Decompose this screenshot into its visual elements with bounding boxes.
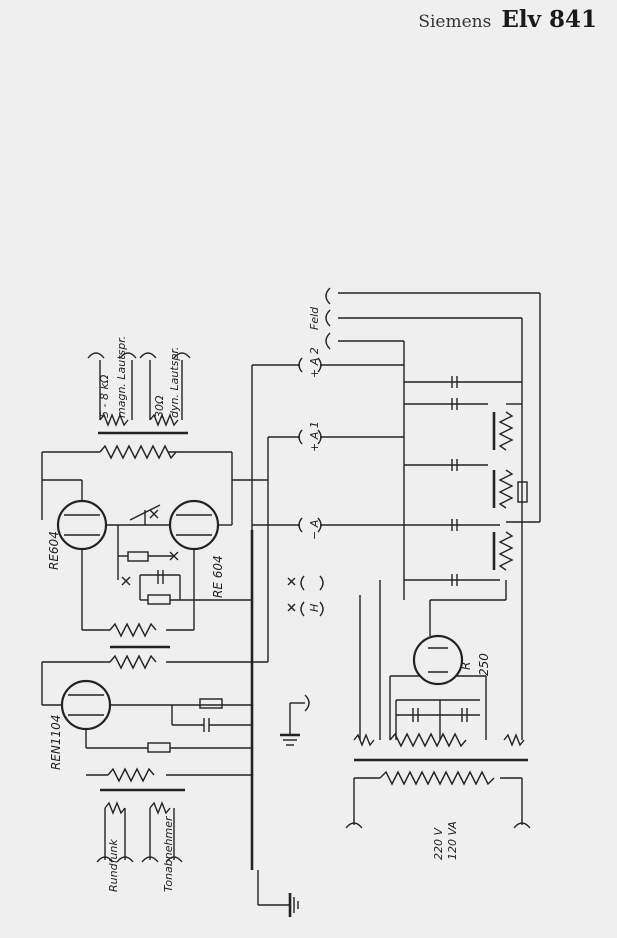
output-transformer [41, 431, 233, 520]
terminal-h-label: H [308, 604, 321, 612]
tube-input-label: REN1104 [49, 715, 63, 770]
terminal-a-label: − A [308, 520, 321, 540]
mains-power-label: 120 VA [446, 821, 459, 860]
interstage-transformer [42, 549, 245, 670]
tube-ren1104 [41, 662, 252, 753]
terminal-feld-label: Feld [308, 306, 321, 330]
input-transformer [86, 767, 252, 863]
model-name: Elv 841 [501, 6, 597, 33]
speaker-secondary-dyn [139, 352, 191, 427]
terminal-a1-label: + A 1 [308, 421, 321, 452]
rectifier-value-label: 250 [477, 653, 491, 676]
rectifier-type-label: R [459, 662, 473, 670]
input-pickup-label: Tonabnehmer [162, 815, 175, 892]
filter-network [320, 292, 541, 740]
tube-right-label: RE 604 [211, 555, 225, 598]
spk-magn-imp-label: 5 - 8 kΩ [98, 374, 111, 418]
input-radio-label: Rundfunk [107, 839, 120, 892]
speaker-secondary-magn [87, 352, 137, 427]
brand-name: Siemens [418, 12, 492, 32]
page-header: Siemens Elv 841 [418, 6, 597, 33]
power-transformer [345, 580, 531, 829]
mains-voltage-label: 220 V [432, 827, 445, 860]
tube-re604-right [168, 480, 233, 551]
tube-left-label: RE604 [47, 531, 61, 570]
spk-dyn-label: dyn. Lautspr. [168, 347, 181, 418]
rectifier-tube [389, 599, 506, 740]
spk-magn-label: magn. Lautspr. [115, 336, 128, 418]
spk-dyn-imp-label: 30Ω [153, 395, 166, 418]
ground-symbol-bottom [258, 893, 299, 917]
terminal-a2-label: + A 2 [308, 347, 321, 378]
grid-network [106, 504, 252, 605]
terminal-block [232, 287, 331, 746]
